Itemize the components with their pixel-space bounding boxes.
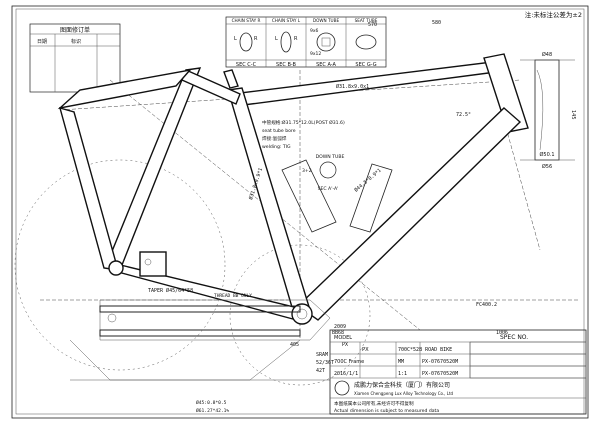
chain-stay-bottom-view [69,299,331,381]
center-notes: 中管规格:Ø31.75*12.0L(POST Ø31.6) seat tube … [262,119,345,192]
company-name: 成鹏力保合金科技（厦门）有限公司 [354,381,450,389]
section-caption-b-b: SEC B-B [276,62,296,68]
revision-header-mark: 标识 [71,38,81,45]
dim-down-tube: Ø44.5*0.9*1 [353,167,383,194]
scale-value: 1:1 [398,371,407,377]
dim-head-top: Ø48 [542,51,552,58]
note-welding-cn: 焊接:氩弧焊 [262,135,287,142]
down-tube-profile [316,32,336,52]
note-seat-spec: 中管规格:Ø31.75*12.0L(POST Ø31.6) [262,119,345,126]
model-value: 700C*52B ROAD BIKE [398,347,452,353]
label-r-right: R [294,36,298,42]
dim-gear: 52/36T [316,360,334,366]
dim-head-bottom: Ø56 [542,163,552,170]
frame-label: 700C Frame [334,359,364,365]
company-logo [334,380,350,396]
title-mark: PX [362,347,369,353]
part-no-2: PX-07670520M [422,371,458,377]
dim-head-length: 145 [570,110,576,120]
label-l-right: L [275,36,278,42]
spec-label: SPEC NO. [500,334,528,341]
revision-table-title: 图面修订单 [60,26,90,34]
dim-9x12: 9x12 [310,51,321,57]
dim-sram: SRAM [316,352,328,358]
inset-dim: 3+2 [302,168,312,174]
revision-table: 图面修订单 日期 标识 [29,23,121,93]
section-header-chain-stay-l: CHAIN STAY L [272,18,301,23]
head-tube-detail: Ø48 Ø50.1 Ø56 145 [520,51,576,170]
title-block: SPEC NO. MODEL PX 700C*52B ROAD BIKE 700… [329,324,587,415]
dim-head-angle: 72.5° [456,112,471,118]
section-caption-g-g: SEC G-G [355,62,376,68]
label-r-left: R [254,36,258,42]
dim-wheel-base: 1006 [496,330,508,336]
footer-en: Actual dimension is subject to measured … [334,408,439,414]
dim-bottom-b: Ø61.27*42.1% [196,407,229,414]
bicycle-frame [14,53,580,386]
inset-down-tube-profile [319,161,337,179]
dim-bb-drop: FC400.2 [476,302,497,308]
dim-sheet-width: 580 [432,20,441,26]
tolerance-note: 注:未标注公差为±2 [525,10,582,19]
inset-caption: SEC A'-A' [318,186,339,192]
dim-chain-stay: 405 [290,342,299,348]
date-value: 2016/1/1 [334,371,358,377]
section-caption-a-a: SEC A-A [316,62,336,68]
footer-cn: 本图纸属本公司所有,未经许可不得复制 [334,400,414,407]
dim-chain-label: PX [342,342,348,348]
dim-disc-note: THREAD BB ONLY [214,293,252,299]
bottle-seat-tube [281,159,337,233]
dim-bottom-a: Ø45:0.8*0.5 [196,399,227,406]
company-name-en: Xiamen Chengpeng Lux Alloy Technology Co… [354,391,454,396]
note-seat-bore: seat tube bore [262,128,296,134]
dim-top-tube: Ø31.8x9.0x1 [336,83,369,90]
section-caption-c-c: SEC C-C [236,62,257,68]
year-value: 2009 [334,324,346,330]
dim-taper: TAPER Ø45/64*58 [148,287,193,294]
section-header-chain-stay-r: CHAIN STAY R [232,18,261,23]
dim-top-length: 570 [368,22,377,28]
note-welding-en: welding: TIG [262,144,291,150]
section-header-seat-tube: SEAT TUBE [355,18,378,23]
drawing-border [11,5,589,419]
section-views: CHAIN STAY R CHAIN STAY L DOWN TUBE SEAT… [225,16,387,68]
inset-header-down-tube: DOWN TUBE [316,154,345,160]
seat-tube-profile [355,34,377,50]
dim-gear-b: 42T [316,368,325,374]
part-no-1: PX-07670520M [422,359,458,365]
chain-stay-r-profile [239,32,253,52]
chain-stay-l-profile [280,31,292,53]
label-l-left: L [234,36,237,42]
dim-bb-tag: BB68 [332,330,344,336]
dim-9x6: 9x6 [310,28,319,34]
bottle-down-tube [349,163,393,233]
unit-value: MM [398,359,404,365]
model-label: MODEL [334,335,352,341]
dim-head-mid: Ø50.1 [539,151,554,158]
inner-border [15,8,585,415]
section-header-down-tube: DOWN TUBE [313,18,340,23]
revision-header-date: 日期 [37,39,47,45]
